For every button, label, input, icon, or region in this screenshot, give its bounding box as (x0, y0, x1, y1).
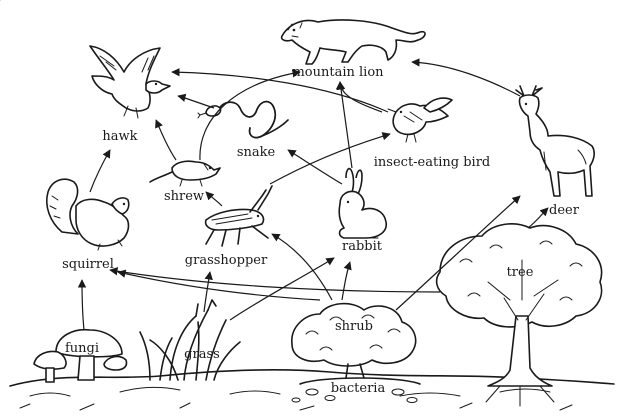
arrow-fungi-to-squirrel (77, 279, 87, 331)
label-shrub: shrub (335, 319, 373, 334)
shrub-icon (291, 302, 417, 379)
label-grass: grass (184, 347, 220, 362)
arrow-squirrel-to-hawk (89, 149, 111, 193)
mountain-lion-icon (280, 19, 426, 65)
label-insect-eating-bird: insect-eating bird (374, 155, 490, 170)
arrow-bird-to-hawk (171, 67, 389, 113)
arrow-grasshopper-to-bird (269, 132, 391, 185)
tree-icon (435, 223, 603, 407)
fungi-icon (33, 328, 128, 383)
arrow-tree-to-squirrel (109, 267, 441, 293)
squirrel-icon (46, 178, 130, 251)
label-grasshopper: grasshopper (185, 253, 268, 268)
arrow-shrub-to-rabbit (341, 261, 352, 301)
arrow-grasshopper-to-shrew (205, 191, 223, 207)
label-snake: snake (237, 145, 276, 160)
arrow-deer-to-mountain-lion (411, 58, 521, 97)
grass-icon (139, 299, 241, 381)
label-bacteria: bacteria (331, 381, 386, 396)
label-tree: tree (507, 265, 534, 280)
arrow-rabbit-to-snake (287, 149, 343, 185)
arrow-shrub-to-squirrel (117, 269, 321, 301)
arrow-rabbit-to-mountain-lion (336, 81, 353, 169)
label-fungi: fungi (65, 341, 99, 356)
arrow-shrub-to-grasshopper (271, 233, 333, 301)
arrows (77, 58, 549, 331)
deer-icon (515, 85, 595, 197)
arrow-shrew-to-mountain-lion (199, 69, 301, 161)
hawk-icon (89, 45, 171, 119)
grasshopper-icon (204, 185, 273, 247)
snake-icon (197, 100, 289, 139)
label-mountain-lion: mountain lion (292, 65, 384, 80)
label-deer: deer (549, 203, 580, 218)
arrow-grass-to-rabbit (229, 257, 335, 321)
shrew-icon (149, 160, 221, 187)
arrow-snake-to-hawk (177, 93, 215, 109)
rabbit-icon (338, 167, 388, 239)
arrow-tree-to-deer (527, 207, 549, 229)
insect-eating-bird-icon (387, 97, 453, 143)
bacteria-icon (291, 377, 421, 403)
label-squirrel: squirrel (62, 257, 114, 272)
label-hawk: hawk (102, 129, 137, 144)
arrow-grass-to-grasshopper (203, 271, 213, 313)
arrow-shrew-to-hawk (155, 119, 177, 161)
label-rabbit: rabbit (342, 239, 383, 254)
labels: mountain lion hawk snake insect-eating b… (62, 65, 580, 396)
arrow-shrub-to-deer (395, 195, 521, 311)
label-shrew: shrew (164, 189, 204, 204)
